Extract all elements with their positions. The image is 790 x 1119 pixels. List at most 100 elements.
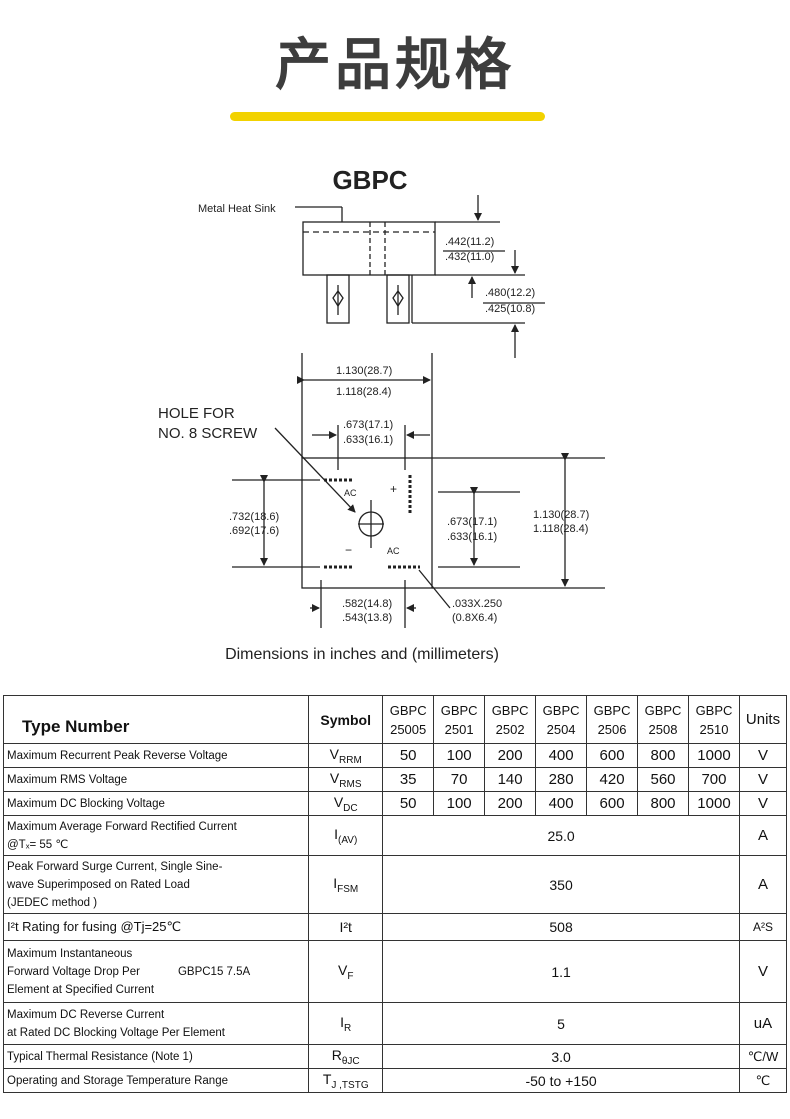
value-reverse-current: 5 — [382, 1002, 740, 1045]
value-cell: 50 — [382, 743, 435, 768]
top-width-min: 1.118(28.4) — [336, 386, 391, 398]
inner-width-max: .673(17.1) — [343, 419, 393, 431]
unit-cell: ℃ — [738, 1068, 788, 1093]
unit-cell: V — [738, 940, 788, 1003]
param-thermal-resistance: Typical Thermal Resistance (Note 1) — [2, 1044, 310, 1069]
unit-cell: V — [738, 791, 788, 816]
table-row: Peak Forward Surge Current, Single Sine-… — [2, 855, 788, 914]
value-cell: 100 — [433, 743, 486, 768]
pin-ac-bottom: AC — [387, 546, 400, 556]
symbol-iav: I(AV) — [308, 815, 384, 856]
param-vrms: Maximum RMS Voltage — [2, 767, 310, 792]
unit-cell: uA — [738, 1002, 788, 1045]
param-temperature-range: Operating and Storage Temperature Range — [2, 1068, 310, 1093]
value-cell: 70 — [433, 767, 486, 792]
pin-plus: + — [390, 482, 397, 496]
unit-cell: ℃/W — [738, 1044, 788, 1069]
forward-voltage-note: GBPC15 7.5A — [177, 965, 251, 978]
top-view — [232, 353, 605, 628]
right-outer-dim-max: 1.130(28.7) — [533, 509, 589, 521]
bottom-dim-min: .543(13.8) — [342, 612, 392, 624]
value-cell: 400 — [535, 743, 588, 768]
value-cell: 1000 — [688, 791, 740, 816]
value-cell: 400 — [535, 791, 588, 816]
left-dim-max: .732(18.6) — [229, 511, 279, 523]
inner-width-min: .633(16.1) — [343, 434, 393, 446]
terminal-dim-line1: .033X.250 — [452, 598, 502, 610]
right-outer-dim-min: 1.118(28.4) — [533, 523, 588, 535]
symbol-rthjc: RθJC — [308, 1044, 384, 1069]
symbol-tj-tstg: TJ ,TSTG — [308, 1068, 384, 1093]
table-row: Typical Thermal Resistance (Note 1) RθJC… — [2, 1044, 788, 1069]
unit-cell: A²S — [738, 913, 788, 941]
symbol-vdc: VDC — [308, 791, 384, 816]
hole-label-line2: NO. 8 SCREW — [158, 425, 258, 442]
right-inner-dim-min: .633(16.1) — [447, 531, 497, 543]
hole-label-line1: HOLE FOR — [158, 405, 235, 422]
symbol-i2t: I²t — [308, 913, 384, 941]
pin-ac-top: AC — [344, 488, 357, 498]
side-dim-2-max: .480(12.2) — [485, 287, 535, 299]
package-dimension-drawing: GBPC Metal Heat Sink .442(11.2) .432(11.… — [158, 165, 605, 663]
side-dim-1-min: .432(11.0) — [445, 251, 494, 263]
terminal-slots — [324, 475, 420, 569]
param-vdc: Maximum DC Blocking Voltage — [2, 791, 310, 816]
header-symbol: Symbol — [308, 695, 384, 744]
top-width-max: 1.130(28.7) — [336, 365, 392, 377]
value-cell: 50 — [382, 791, 435, 816]
header-type-number: Type Number — [2, 695, 310, 744]
unit-cell: A — [738, 815, 788, 856]
value-cell: 420 — [586, 767, 639, 792]
unit-cell: V — [738, 743, 788, 768]
value-surge-current: 350 — [382, 855, 740, 914]
symbol-vrms: VRMS — [308, 767, 384, 792]
table-row: Maximum DC Blocking Voltage VDC 50 100 2… — [2, 791, 788, 816]
value-cell: 600 — [586, 791, 639, 816]
param-vrrm: Maximum Recurrent Peak Reverse Voltage — [2, 743, 310, 768]
value-i2t: 508 — [382, 913, 740, 941]
bottom-dim-max: .582(14.8) — [342, 598, 392, 610]
value-cell: 800 — [637, 743, 689, 768]
table-row: I²t Rating for fusing @Tj=25℃ I²t 508 A²… — [2, 913, 788, 941]
value-cell: 35 — [382, 767, 435, 792]
side-view — [295, 195, 545, 358]
table-row: Operating and Storage Temperature Range … — [2, 1068, 788, 1093]
package-name: GBPC — [332, 165, 407, 195]
pin-minus: − — [345, 543, 352, 557]
value-cell: 700 — [688, 767, 740, 792]
value-temperature-range: -50 to +150 — [382, 1068, 740, 1093]
symbol-vrrm: VRRM — [308, 743, 384, 768]
param-i2t: I²t Rating for fusing @Tj=25℃ — [2, 913, 310, 941]
table-row: Maximum Average Forward Rectified Curren… — [2, 815, 788, 856]
value-avg-current: 25.0 — [382, 815, 740, 856]
value-cell: 200 — [484, 791, 537, 816]
param-avg-current: Maximum Average Forward Rectified Curren… — [2, 815, 310, 856]
value-thermal-resistance: 3.0 — [382, 1044, 740, 1069]
right-inner-dim-max: .673(17.1) — [447, 516, 497, 528]
header-units: Units — [738, 695, 788, 744]
value-cell: 600 — [586, 743, 639, 768]
unit-cell: V — [738, 767, 788, 792]
title-underline — [230, 112, 545, 121]
value-cell: 280 — [535, 767, 588, 792]
drawing-caption: Dimensions in inches and (millimeters) — [225, 646, 499, 663]
value-cell: 1000 — [688, 743, 740, 768]
value-cell: 800 — [637, 791, 689, 816]
value-cell: 200 — [484, 743, 537, 768]
value-forward-voltage: 1.1 — [382, 940, 740, 1003]
side-dim-1-max: .442(11.2) — [445, 236, 494, 248]
unit-cell: A — [738, 855, 788, 914]
side-dim-2-min: .425(10.8) — [485, 303, 535, 315]
symbol-vf: VF — [308, 940, 384, 1003]
